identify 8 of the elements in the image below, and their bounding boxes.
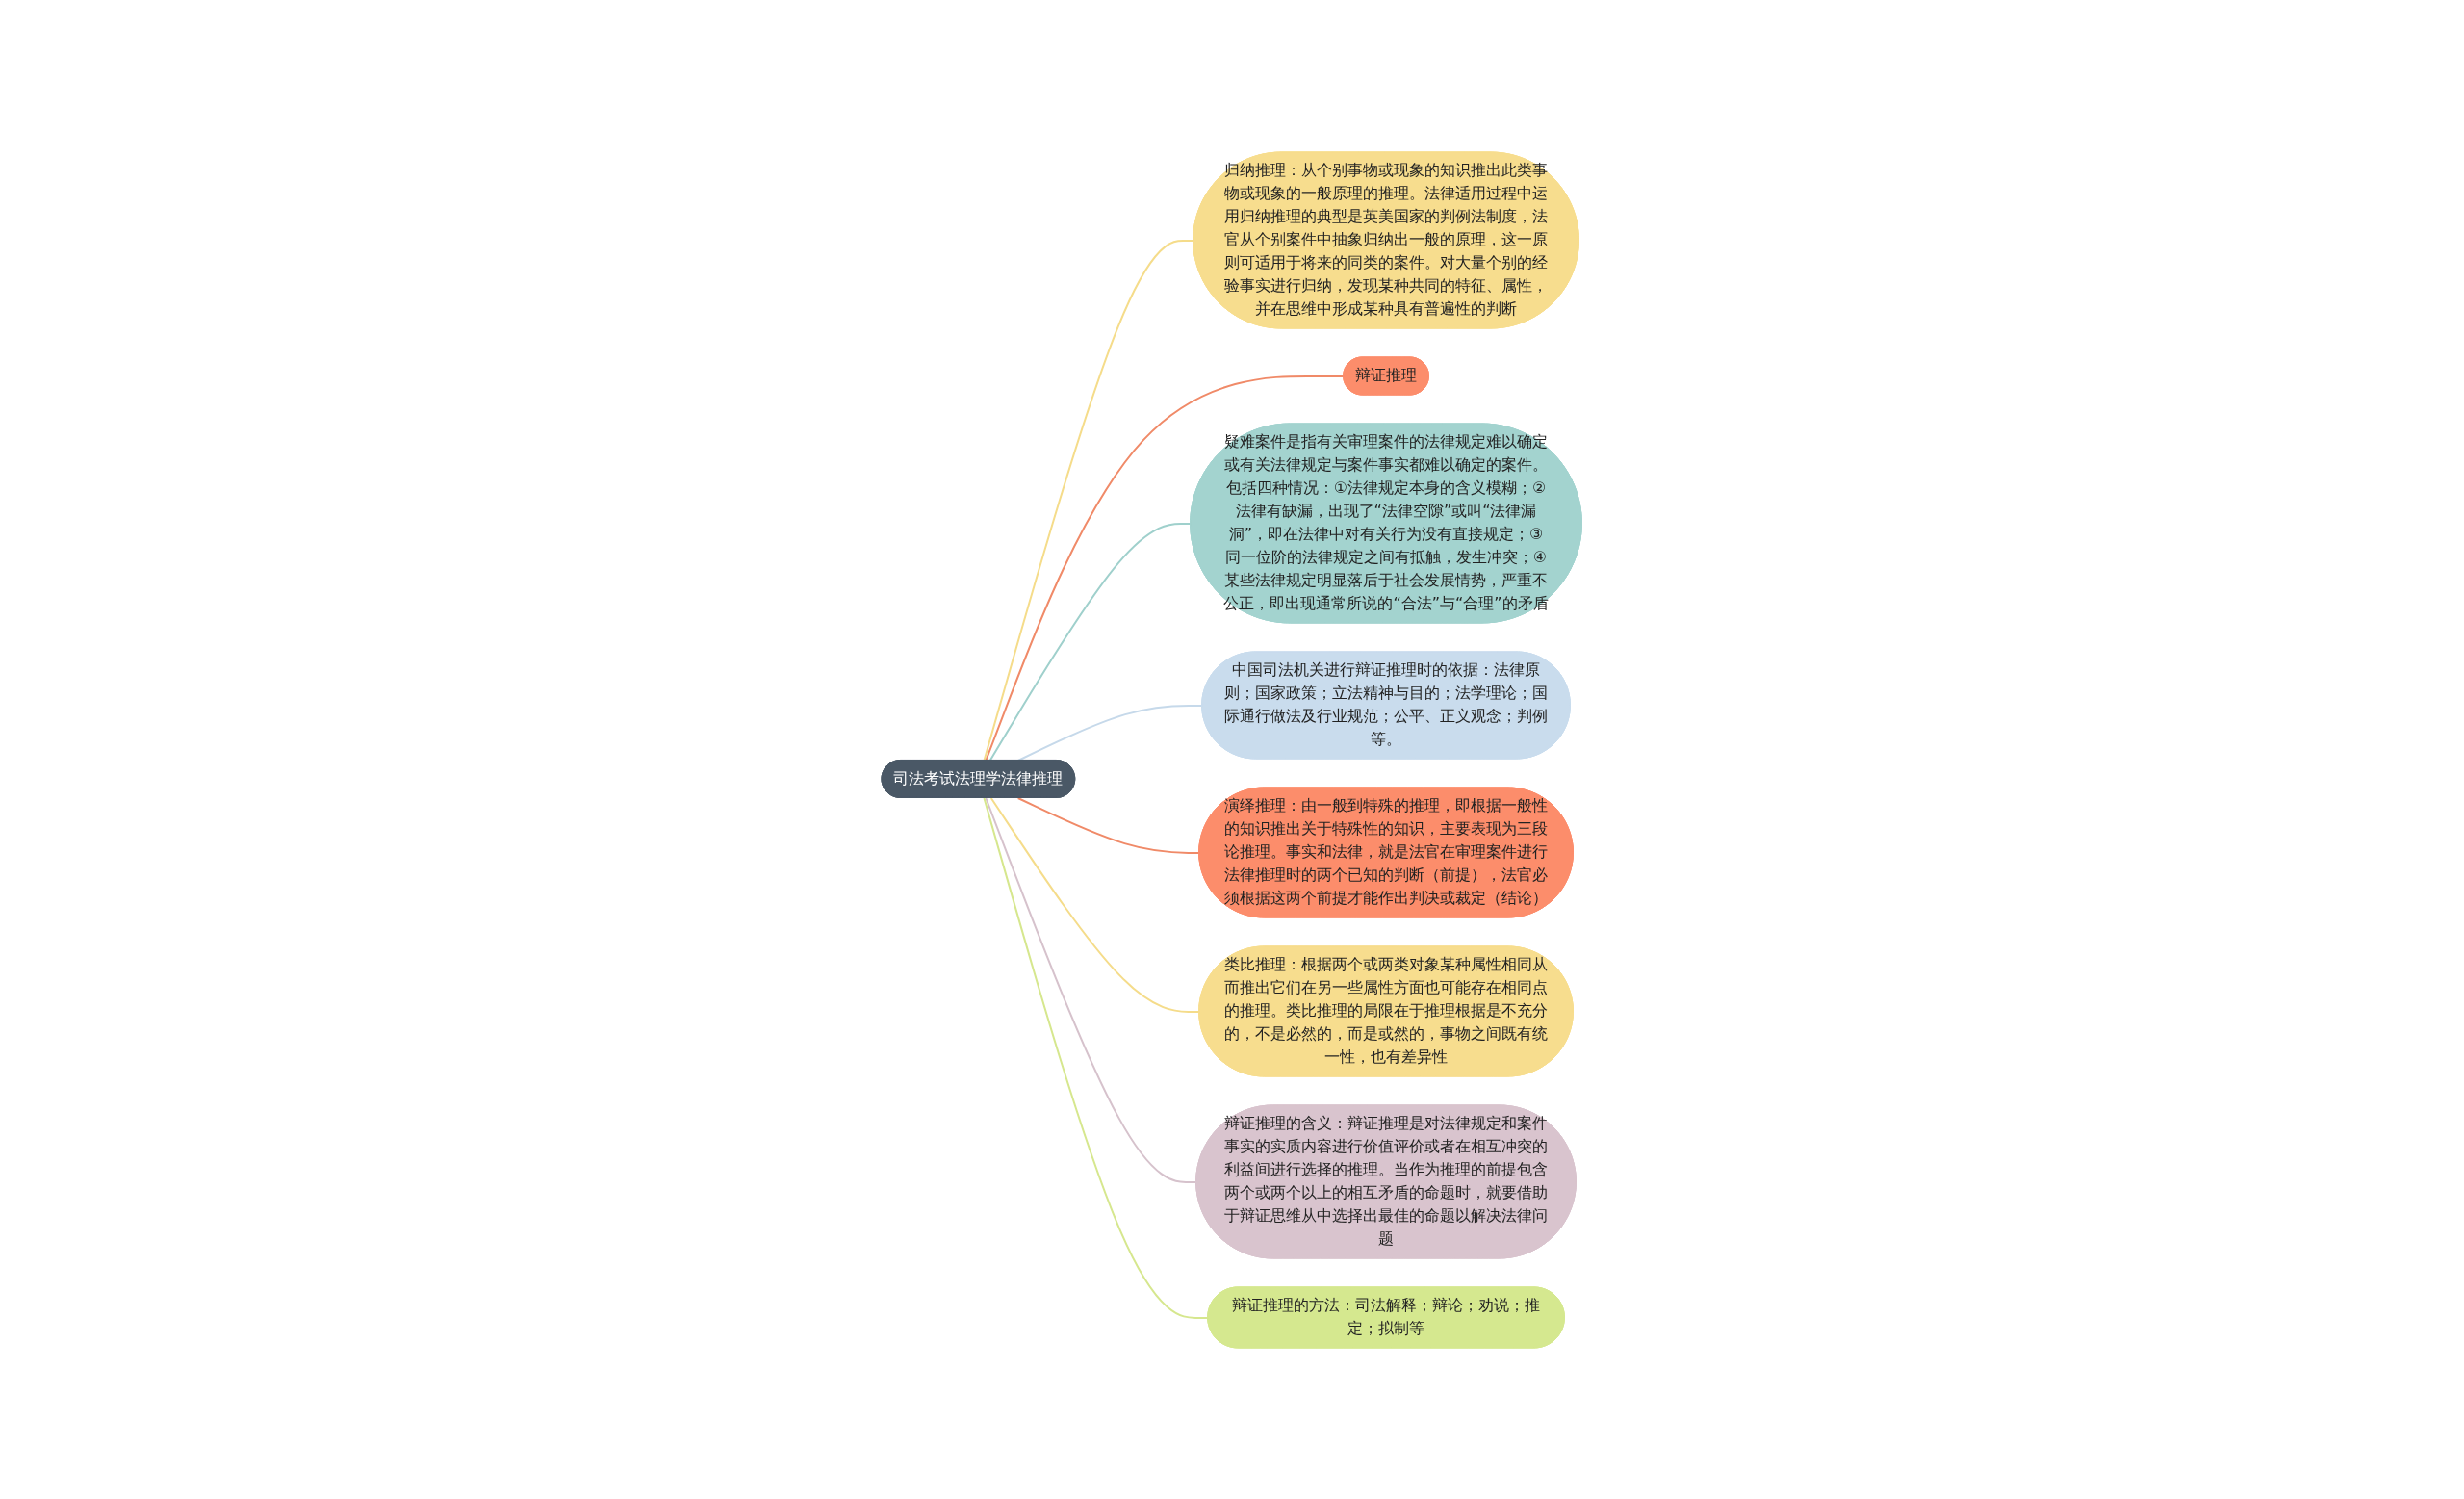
connector bbox=[983, 796, 1210, 1319]
connector bbox=[1017, 796, 1201, 854]
connector bbox=[983, 239, 1195, 762]
connector bbox=[985, 375, 1346, 762]
connector bbox=[990, 796, 1201, 1013]
connector bbox=[985, 796, 1198, 1183]
connector bbox=[988, 522, 1193, 762]
connector bbox=[1017, 704, 1204, 762]
